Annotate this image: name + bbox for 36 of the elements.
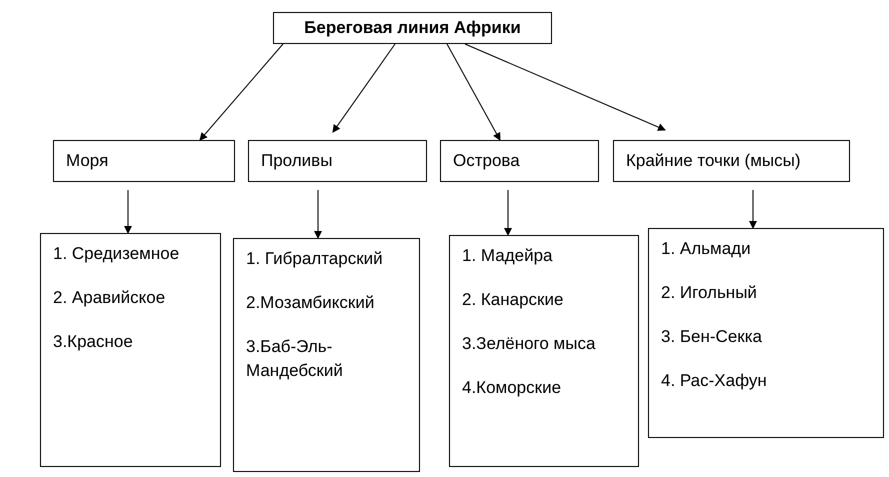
list-item: 3. Бен-Секка xyxy=(661,326,763,348)
list-item: 2.Мозамбикский xyxy=(246,292,376,314)
category-box xyxy=(53,140,235,182)
title-box xyxy=(273,12,552,44)
list-item: 2. Аравийское xyxy=(53,287,166,309)
arrow xyxy=(124,190,132,234)
list-item: 2. Канарские xyxy=(462,289,564,311)
list-item: 1. Альмади xyxy=(661,238,752,260)
list-item: 3.Красное xyxy=(53,331,134,353)
arrow xyxy=(749,190,757,229)
list-item: 3.Баб-Эль-Мандебский xyxy=(246,336,344,382)
category-box xyxy=(440,140,599,182)
list-box xyxy=(648,228,884,438)
list-box xyxy=(449,235,639,467)
arrow xyxy=(332,44,396,133)
category-box xyxy=(613,140,850,182)
arrow xyxy=(464,44,666,131)
list-item: 1. Средиземное xyxy=(53,243,180,265)
category-label: Моря xyxy=(66,150,108,172)
list-box xyxy=(233,238,420,472)
arrow xyxy=(446,44,500,141)
list-item: 4.Коморские xyxy=(462,377,562,399)
list-item: 4. Рас-Хафун xyxy=(661,370,768,392)
category-box xyxy=(248,140,427,182)
arrow xyxy=(199,44,284,141)
list-item: 3.Зелёного мыса xyxy=(462,333,596,355)
list-item: 2. Игольный xyxy=(661,282,758,304)
category-label: Проливы xyxy=(261,150,332,172)
list-item: 1. Гибралтарский xyxy=(246,248,384,270)
title-text: Береговая линия Африки xyxy=(304,17,521,40)
list-box xyxy=(40,233,221,467)
category-label: Крайние точки (мысы) xyxy=(626,150,801,172)
category-label: Острова xyxy=(453,150,520,172)
arrow xyxy=(314,190,322,239)
list-item: 1. Мадейра xyxy=(462,245,554,267)
arrow xyxy=(504,190,512,236)
